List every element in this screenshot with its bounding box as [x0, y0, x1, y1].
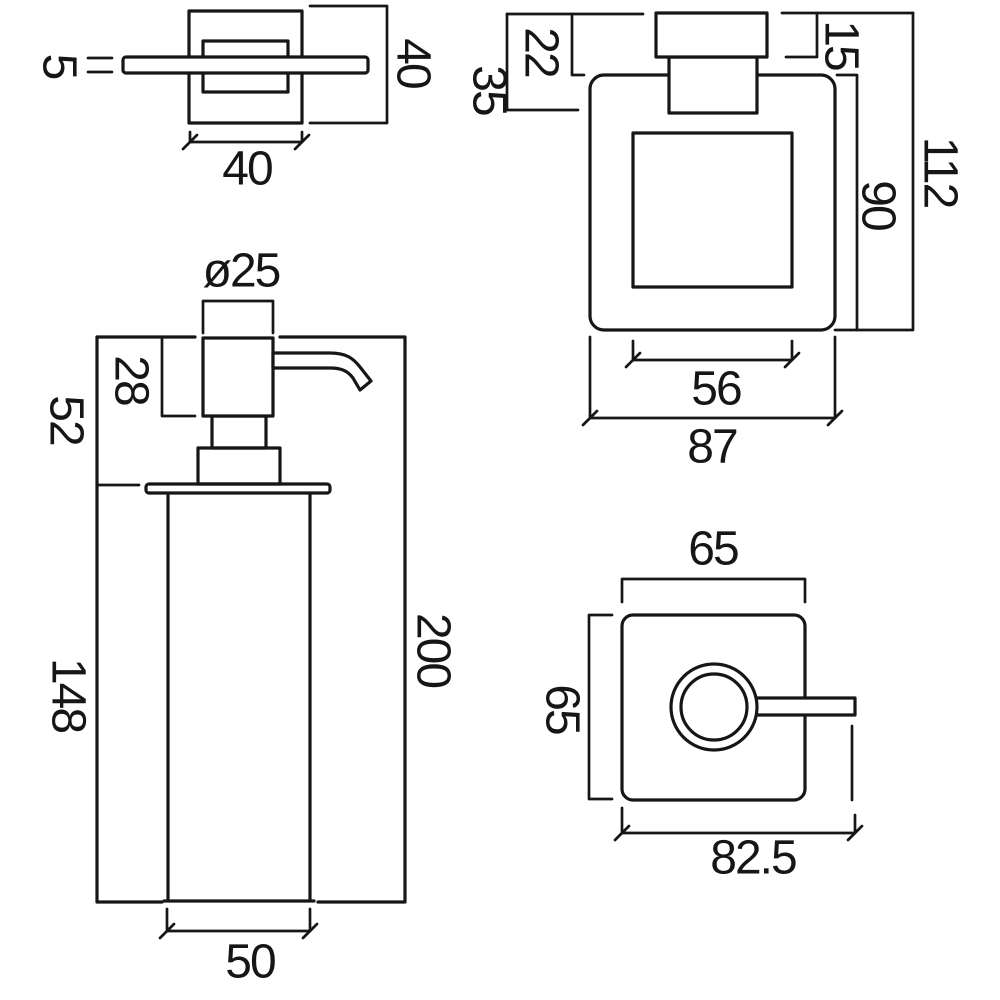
view-dispenser-side: ø25 28 52 148 200 50	[40, 245, 460, 989]
dim-label-holder-height: 90	[852, 180, 905, 230]
pump-collar	[196, 446, 282, 486]
dim-plate-height: 40	[308, 4, 440, 125]
dim-serifs	[581, 409, 844, 427]
dim-label-overall-depth: 82.5	[710, 832, 796, 885]
bottle-ring-outer	[669, 662, 759, 752]
dim-line	[833, 11, 915, 332]
dim-label-window-width: 56	[691, 363, 741, 416]
wall-fixing-cap	[654, 11, 769, 59]
dim-bar-thickness: 5	[33, 54, 114, 79]
dim-top-section-height: 52	[40, 395, 141, 487]
dim-overall-depth: 82.5	[613, 806, 864, 885]
pump-head	[201, 336, 275, 418]
dim-label-pump-diameter: ø25	[203, 245, 280, 298]
dim-line	[835, 73, 859, 332]
dim-serifs	[624, 351, 801, 369]
dim-label-plate-height: 40	[387, 38, 440, 88]
view-holder-front: 35 22 15 90 112 56	[463, 11, 967, 474]
bottle-body	[162, 491, 316, 903]
dim-pump-diameter: ø25	[201, 245, 282, 335]
dim-holder-height: 90	[835, 73, 905, 332]
dim-plate-depth-plan: 65	[536, 613, 614, 801]
dim-bracket	[165, 907, 312, 933]
dim-bracket	[631, 339, 794, 362]
dim-label-bottle-height: 148	[42, 658, 95, 732]
dim-plate-width-plan: 65	[620, 523, 807, 604]
dim-bracket	[784, 11, 819, 59]
dim-serifs	[613, 824, 864, 842]
handle-rod	[746, 696, 857, 717]
view-holder-plan: 65 65 82.5	[536, 523, 864, 885]
dim-serifs	[158, 922, 319, 940]
dim-label-plate-depth-plan: 65	[536, 684, 589, 734]
dim-label-cap-height: 15	[815, 20, 868, 70]
dim-label-holder-width: 87	[687, 421, 737, 474]
dim-label-overall-height-side: 200	[407, 613, 460, 687]
dim-serifs	[181, 133, 311, 151]
dim-label-fixing-depth: 35	[463, 65, 516, 115]
dim-cap-offset: 22	[515, 12, 586, 77]
dim-bracket	[620, 806, 857, 835]
dim-bracket	[620, 577, 807, 604]
dim-bracket	[201, 299, 275, 335]
dim-bottle-width: 50	[158, 907, 319, 989]
dim-bracket	[188, 130, 304, 144]
dim-line	[160, 335, 197, 418]
dim-cap-height: 15	[784, 11, 868, 70]
dim-pump-head-height: 28	[105, 335, 197, 418]
view-wall-plate-top: 5 40 40	[33, 4, 440, 196]
dim-label-top-section-height: 52	[40, 395, 93, 445]
dim-bracket	[587, 613, 614, 801]
dim-bracket	[570, 12, 586, 77]
bottle-ring-inner	[679, 672, 749, 742]
pump-spout	[271, 351, 373, 392]
dim-overall-height-side: 200	[407, 613, 460, 687]
dim-holder-width: 87	[581, 335, 844, 474]
dim-plate-width: 40	[181, 130, 311, 196]
mounting-bar	[121, 55, 370, 75]
dim-fixing-depth: 35	[463, 12, 580, 115]
reference-frame	[95, 335, 407, 904]
holder-window	[631, 131, 794, 289]
dim-label-bar-thickness: 5	[33, 54, 86, 79]
dim-label-plate-width-plan: 65	[688, 523, 738, 576]
dim-overall-height: 112	[833, 11, 967, 332]
dim-label-cap-offset: 22	[515, 27, 568, 77]
pump-neck	[210, 414, 268, 450]
dim-label-plate-width: 40	[222, 143, 272, 196]
dim-bottle-height: 148	[42, 658, 95, 732]
dim-bracket	[588, 335, 837, 420]
holder-neck	[667, 55, 759, 115]
dim-bracket	[308, 4, 389, 125]
dim-label-overall-height: 112	[914, 137, 967, 208]
dim-window-width: 56	[624, 339, 801, 416]
dim-bracket	[505, 12, 580, 112]
dim-label-bottle-width: 50	[225, 936, 275, 989]
dim-label-pump-head-height: 28	[105, 355, 158, 405]
